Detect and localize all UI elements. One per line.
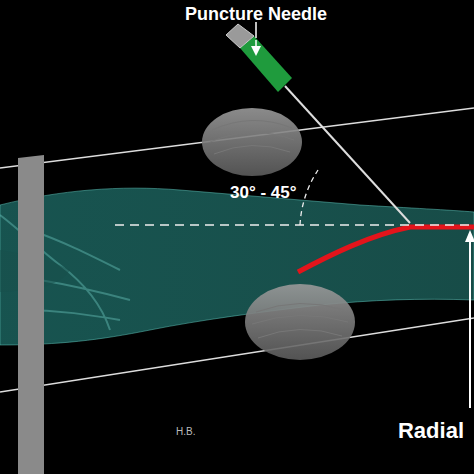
artery-label: Radial (398, 418, 464, 444)
support-pad (245, 284, 355, 360)
leader-line (255, 22, 257, 38)
needle-shaft (285, 86, 410, 223)
support-pad (202, 108, 302, 176)
strap (18, 155, 44, 474)
arrowhead (465, 230, 474, 242)
pad-grain (252, 303, 348, 338)
radial-artery (298, 227, 474, 272)
arrowhead (251, 46, 261, 56)
needle-hub (240, 36, 292, 92)
signature: H.B. (176, 426, 195, 437)
angle-label: 30° - 45° (230, 183, 297, 203)
angle-arc (300, 170, 318, 225)
pad-grain (210, 120, 294, 154)
needle-cap (226, 24, 254, 48)
forearm (0, 188, 474, 345)
needle-label: Puncture Needle (185, 4, 327, 25)
reference-line (115, 224, 474, 226)
leader-line (469, 240, 471, 408)
